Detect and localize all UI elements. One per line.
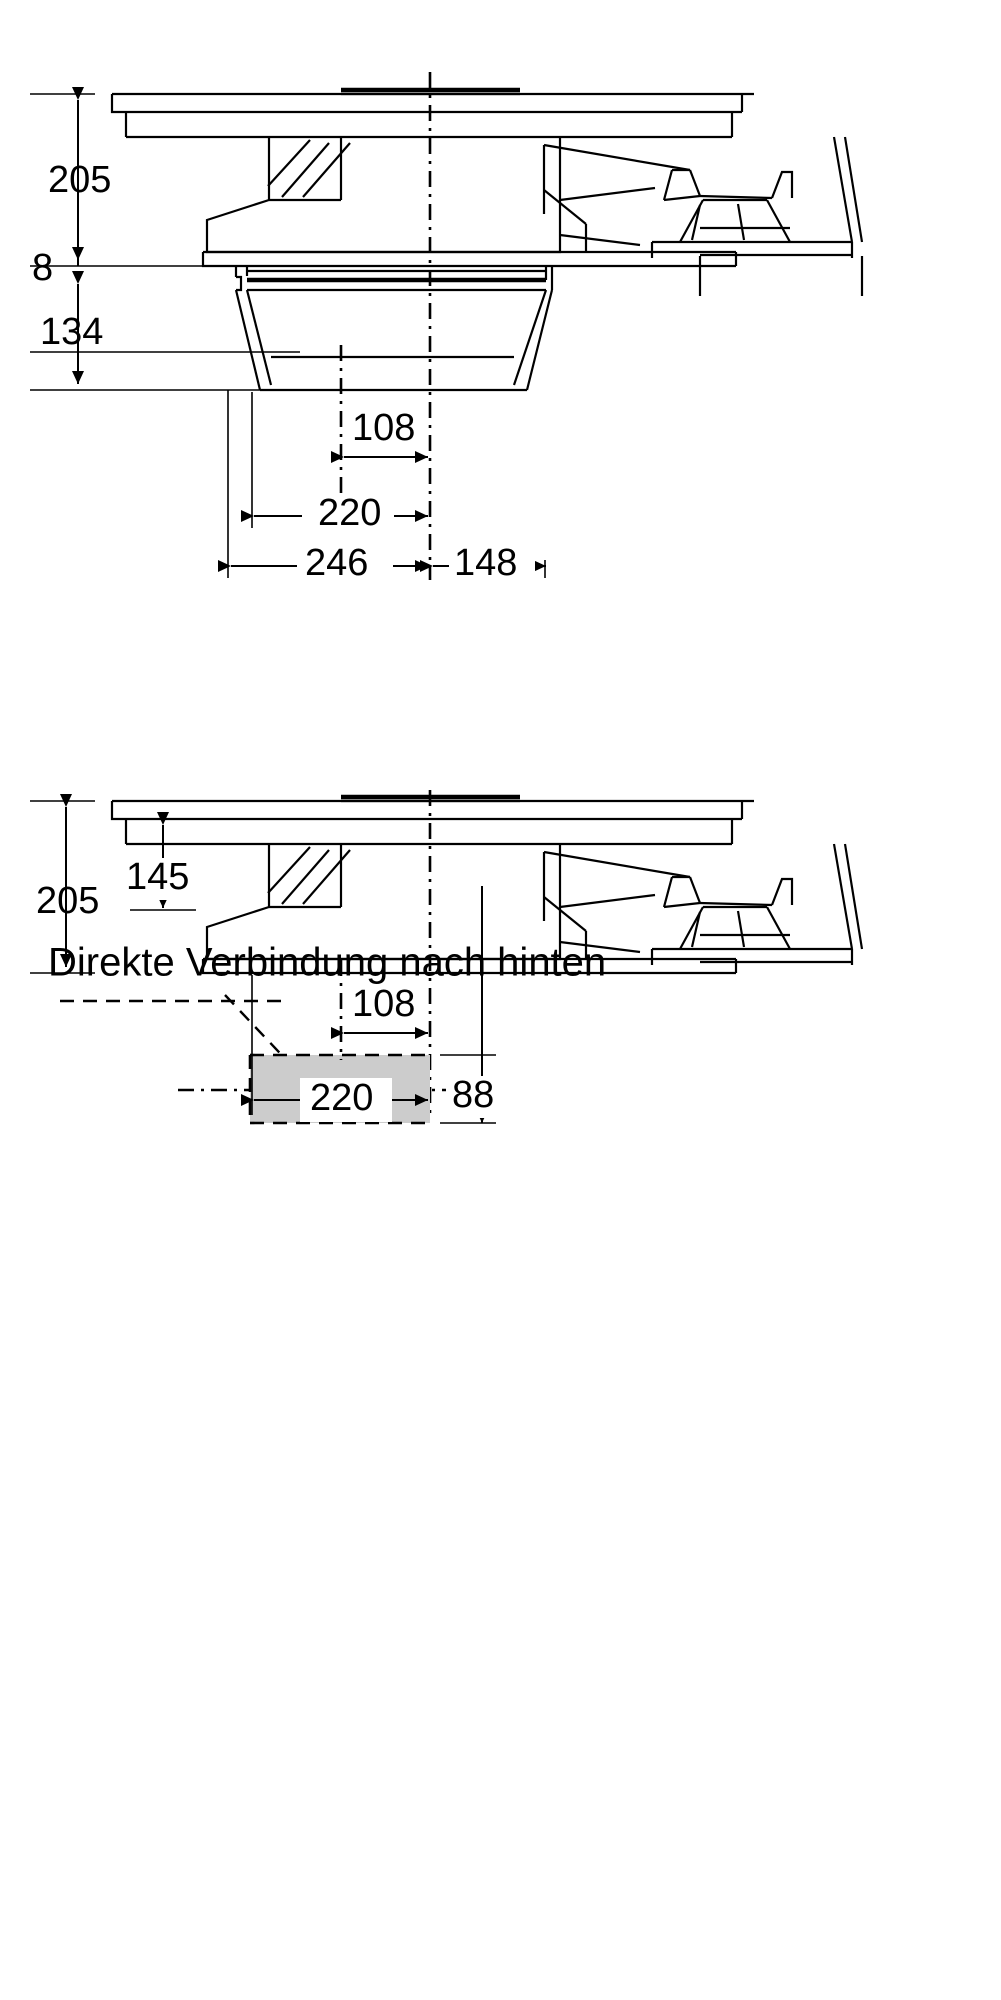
motor-vane-2 bbox=[736, 203, 746, 241]
motor-right-strut-a bbox=[832, 136, 854, 243]
hatch-line-1 bbox=[281, 142, 330, 198]
left-housing-block-top bbox=[205, 137, 562, 254]
motor-vane-1-b bbox=[690, 911, 702, 948]
motor-vane-1 bbox=[690, 204, 702, 241]
dim-label-145: 145 bbox=[126, 856, 189, 898]
left-housing-outline-bottom bbox=[205, 844, 562, 961]
motor-assembly-top-view bbox=[542, 136, 864, 296]
motor-top-diag-b bbox=[543, 850, 691, 879]
dimension-108-bottom: 108 bbox=[331, 983, 428, 1039]
hatch-line-2-bottom bbox=[302, 849, 351, 905]
dimension-145: 145 bbox=[122, 812, 214, 911]
motor-link-diag-2 bbox=[559, 233, 641, 247]
view-top-assembly: 205 8 134 108 220 220 bbox=[30, 72, 864, 587]
motor-side-right-b bbox=[766, 906, 791, 950]
dimension-108-top: 108 bbox=[331, 407, 428, 463]
motor-link-diag-1-b bbox=[559, 893, 656, 909]
cooktop-plate-top-view bbox=[110, 87, 754, 139]
duct-flange-right bbox=[525, 289, 554, 391]
dim-246-label-mask bbox=[297, 545, 393, 587]
hatch-line-1-bottom bbox=[281, 849, 330, 905]
dimension-205-bottom: 205 bbox=[30, 794, 99, 974]
duct-side-right bbox=[512, 289, 548, 386]
duct-funnel-top-view bbox=[234, 266, 554, 392]
body-rail-left-foot bbox=[201, 252, 216, 268]
motor-mid-diag bbox=[543, 189, 587, 225]
hatch-line-3-bottom bbox=[267, 846, 311, 894]
motor-right-strut-b-b bbox=[843, 843, 864, 950]
plate-left-lip bbox=[110, 94, 132, 114]
motor-top-plate bbox=[699, 194, 773, 200]
dim-label-108-top: 108 bbox=[352, 407, 415, 449]
dim-145-label-mask bbox=[122, 858, 214, 900]
dim-label-108-bottom: 108 bbox=[352, 983, 415, 1025]
motor-link-diag-2-b bbox=[559, 940, 641, 954]
dimension-134-top: 134 bbox=[30, 271, 300, 391]
motor-side-right bbox=[766, 199, 791, 243]
motor-right-strut-b bbox=[843, 136, 864, 243]
hatch-line-2 bbox=[302, 142, 351, 198]
motor-tab-right bbox=[770, 170, 794, 199]
motor-mid-diag-b bbox=[543, 896, 587, 932]
dim-88-label-mask bbox=[446, 1076, 516, 1118]
motor-tab-right-b bbox=[770, 877, 794, 906]
cooktop-plate-bottom-view bbox=[110, 794, 754, 846]
motor-top-plate-b bbox=[699, 901, 773, 907]
body-bottom-rail-top bbox=[201, 250, 738, 268]
motor-link-diag-1 bbox=[559, 186, 656, 202]
duct-left-notch bbox=[236, 275, 243, 292]
motor-cap-right bbox=[688, 169, 702, 197]
dim-label-88: 88 bbox=[452, 1074, 494, 1116]
motor-assembly-bottom-view bbox=[542, 843, 864, 965]
left-housing-block-bottom bbox=[205, 844, 562, 961]
dim-220b-label-mask bbox=[300, 1078, 392, 1122]
dim-220-label-mask bbox=[302, 495, 394, 537]
dim-label-134: 134 bbox=[40, 311, 103, 353]
duct-flange-left bbox=[234, 289, 262, 391]
dimension-220-top: 220 220 bbox=[241, 492, 428, 537]
projection-lines-bottom bbox=[251, 960, 343, 1115]
motor-top-diag bbox=[543, 143, 691, 172]
dimension-220-bottom: 220 bbox=[241, 1077, 428, 1122]
motor-right-strut-a-b bbox=[832, 843, 854, 950]
plate-left-lip-bottom bbox=[110, 801, 132, 821]
motor-cap-under bbox=[663, 194, 701, 202]
left-housing-outline bbox=[205, 137, 562, 254]
motor-cap-left bbox=[662, 169, 674, 201]
view-bottom-assembly: Direkte Verbindung nach hinten bbox=[30, 790, 864, 1125]
dim-label-220-bottom: 220 bbox=[310, 1077, 373, 1119]
dimension-246-148-top: 246 148 bbox=[218, 542, 546, 587]
duct-side-left bbox=[245, 289, 273, 386]
body-rail-left-foot-bottom bbox=[201, 959, 216, 975]
dim-label-220-top-text: 220 bbox=[318, 492, 381, 534]
dimension-205-top: 205 bbox=[30, 87, 300, 267]
note-direct-connection: Direkte Verbindung nach hinten bbox=[48, 941, 606, 985]
motor-cap-left-b bbox=[662, 876, 674, 908]
dim-label-205-top: 205 bbox=[48, 159, 111, 201]
dim-label-205-bottom: 205 bbox=[36, 880, 99, 922]
hatch-line-3 bbox=[267, 139, 311, 187]
dim-148-label-mask bbox=[449, 545, 535, 587]
motor-cap-under-b bbox=[663, 901, 701, 909]
dim-label-246: 246 bbox=[305, 542, 368, 584]
dim-label-8: 8 bbox=[32, 247, 53, 289]
motor-vane-2-b bbox=[736, 910, 746, 948]
dim-label-148: 148 bbox=[454, 542, 517, 584]
dimension-88: 88 bbox=[440, 886, 516, 1124]
motor-cap-right-b bbox=[688, 876, 702, 904]
